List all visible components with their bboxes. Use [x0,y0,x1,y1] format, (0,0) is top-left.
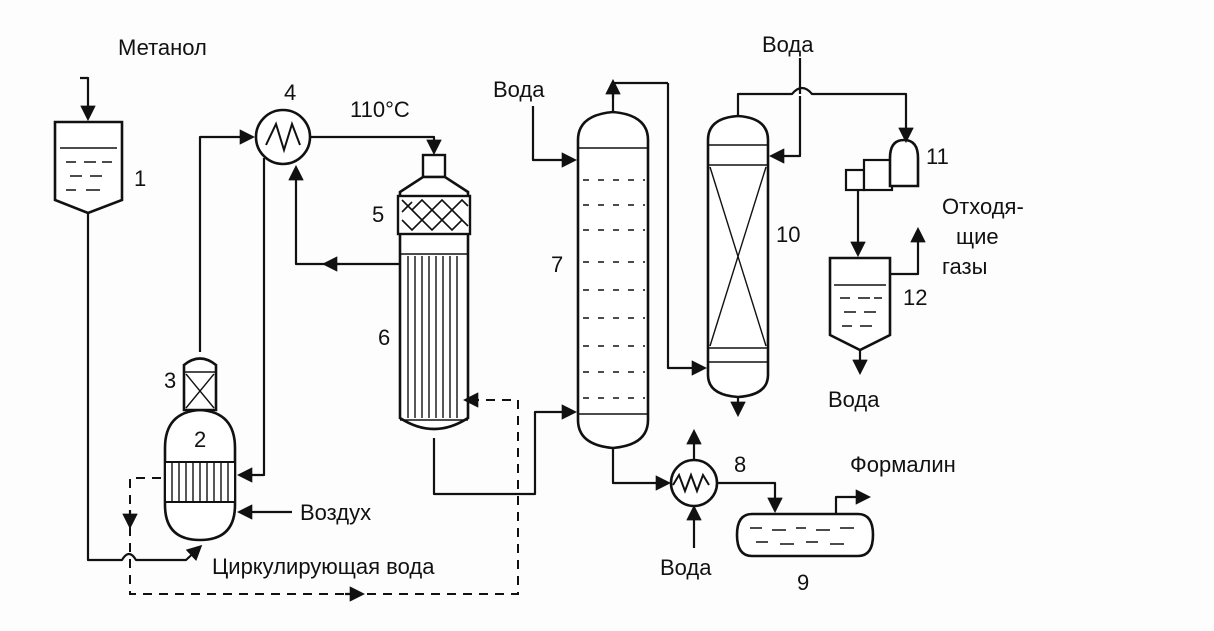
heater-to-reactor-line [310,135,442,156]
contact-apparatus-5-6 [396,153,472,431]
number-4: 4 [284,80,296,105]
number-9: 9 [797,570,809,595]
number-5: 5 [372,202,384,227]
off-gas-line [890,226,926,276]
hot-loop-to-heater-line [288,164,400,266]
circulating-water-loop [129,399,519,595]
off-gas-label-line1: Отходя- [942,194,1024,219]
number-2: 2 [194,427,206,452]
absorber-overhead-line [611,81,668,112]
off-gas-label-line2: щие [956,224,999,249]
off-gas-label-line3: газы [942,254,987,279]
gas-to-scrubber-line [666,83,708,376]
number-10: 10 [776,222,800,247]
water-label-cooler: Вода [660,555,712,580]
scrubber-column-10 [706,114,770,399]
number-3: 3 [164,368,176,393]
water-label-scrubber: Вода [762,32,814,57]
cooler-8 [669,458,719,508]
packed-column-3 [182,357,218,412]
reactor-to-absorber-line [432,404,578,496]
water-to-absorber-line [531,106,578,168]
number-6: 6 [378,325,390,350]
absorber-to-cooler-line [611,448,672,491]
circulating-water-label: Циркулирующая вода [212,554,435,579]
separator-12 [828,256,892,352]
heater-to-evaporator-line [236,158,266,483]
absorption-column-7 [576,110,650,450]
reactor-2 [163,408,237,542]
formalin-tank-9 [735,512,875,558]
methanol-to-evaporator-line [86,213,203,562]
number-1: 1 [134,166,146,191]
methanol-feed-line [80,76,96,122]
scrubber-to-blower-line [736,86,914,144]
number-12: 12 [903,285,927,310]
number-8: 8 [734,452,746,477]
cooler-to-storage-line [717,481,783,514]
formalin-label: Формалин [850,452,956,477]
heater-4 [254,108,312,166]
number-7: 7 [551,252,563,277]
water-label-absorber: Вода [493,77,545,102]
vapor-to-heater-line [198,129,256,352]
air-label: Воздух [300,500,371,525]
water-to-scrubber-line [772,58,802,156]
methanol-label: Метанол [118,35,207,60]
temperature-label: 110°C [350,97,410,122]
water-label-separator: Вода [828,387,880,412]
blower-11 [844,138,920,192]
formalin-out-line [834,489,872,514]
number-11: 11 [926,144,949,169]
methanol-tank-1 [53,120,124,215]
